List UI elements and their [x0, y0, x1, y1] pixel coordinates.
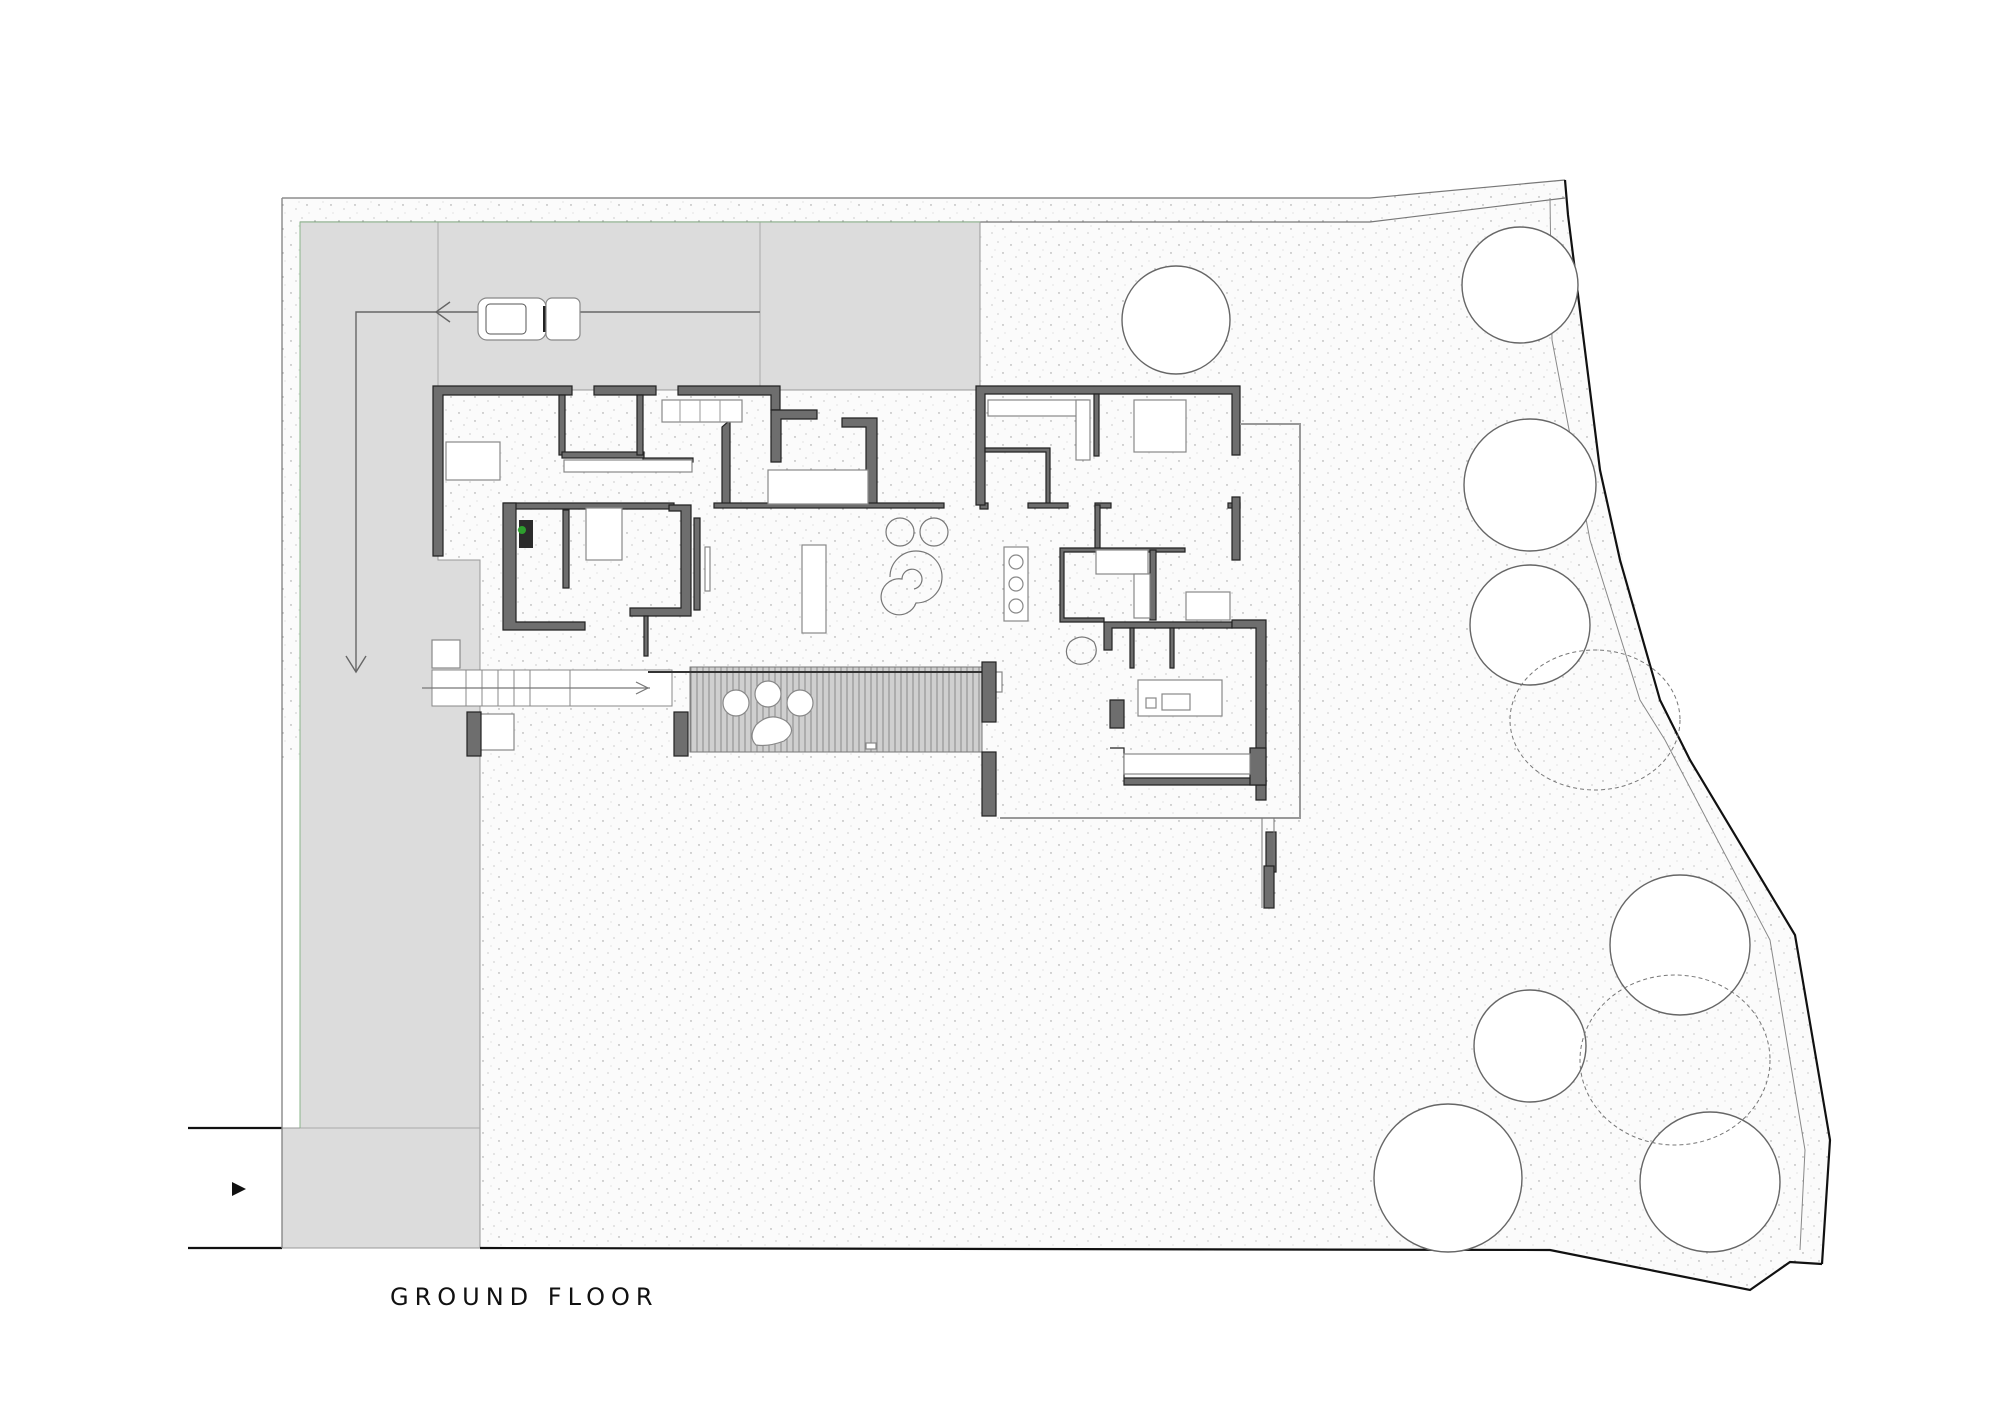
kitchen-counter [767, 469, 869, 505]
master-bathtub [1185, 591, 1231, 621]
shrub-cluster [1509, 649, 1771, 1146]
tree-icon [1461, 226, 1579, 344]
living-room [643, 517, 1097, 693]
property-boundary [188, 179, 1832, 1292]
tree-icon [1373, 1103, 1523, 1253]
plant-accent [518, 526, 526, 534]
terrace-deck [689, 666, 983, 753]
study-desk [1137, 679, 1223, 717]
bed-west [445, 441, 501, 481]
car-icon [477, 297, 581, 341]
drawing-title: GROUND FLOOR [390, 1283, 659, 1311]
staircase-west [563, 399, 743, 473]
bed-master [1133, 399, 1187, 453]
entry-arrow-icon [232, 1182, 246, 1196]
house-east-wing [975, 385, 1277, 873]
tree-icon [1121, 265, 1231, 375]
bed-south-west [585, 507, 623, 561]
veranda-outline [1000, 423, 1301, 909]
tree-icon [1473, 989, 1587, 1103]
entry-steps [422, 639, 689, 757]
trees [1121, 226, 1781, 1253]
tree-icon [1463, 418, 1597, 552]
tree-icon [1469, 564, 1591, 686]
tree-icon [1639, 1111, 1781, 1253]
study-window-seat [1123, 753, 1251, 775]
tree-icon [1609, 874, 1751, 1016]
closet-shelving [987, 399, 1091, 461]
staircase-east [1095, 549, 1151, 619]
